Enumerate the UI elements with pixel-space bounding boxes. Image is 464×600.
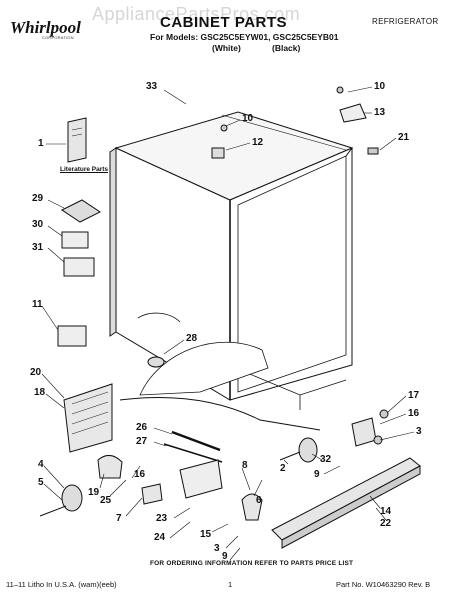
callout-7: 7 bbox=[116, 513, 122, 524]
part-11-valve bbox=[57, 325, 87, 347]
callout-14: 14 bbox=[380, 506, 392, 517]
callout-29: 29 bbox=[32, 193, 44, 204]
page-number: 1 bbox=[228, 580, 233, 589]
literature-parts-icon bbox=[67, 117, 87, 163]
callout-16: 16 bbox=[408, 408, 420, 419]
watermark: AppliancePartsPros.com bbox=[92, 4, 301, 24]
part-29-pad bbox=[61, 199, 101, 223]
part-21-cap bbox=[367, 147, 379, 155]
part-13-hinge bbox=[339, 103, 367, 123]
literature-parts-label: Literature Parts bbox=[60, 166, 109, 173]
callout-13: 13 bbox=[374, 107, 386, 118]
callout-32: 32 bbox=[320, 454, 332, 465]
callout-10: 10 bbox=[374, 81, 386, 92]
appliance-category: REFRIGERATOR bbox=[372, 17, 439, 26]
callout-3: 3 bbox=[416, 426, 422, 437]
callout-9: 9 bbox=[314, 469, 320, 480]
part-28-spring bbox=[147, 356, 165, 368]
part-32-roller bbox=[298, 437, 318, 463]
ordering-note: FOR ORDERING INFORMATION REFER TO PARTS … bbox=[150, 560, 354, 567]
part-30-bracket bbox=[61, 231, 89, 249]
callout-23: 23 bbox=[156, 513, 168, 524]
callout-21: 21 bbox=[398, 132, 410, 143]
part-31-board bbox=[63, 257, 95, 277]
callout-16b: 16 bbox=[134, 469, 146, 480]
part-20-grille bbox=[63, 383, 113, 453]
page-title: CABINET PARTS bbox=[160, 14, 288, 31]
callout-11: 11 bbox=[32, 299, 43, 310]
part-number: Part No. W10463290 Rev. B bbox=[336, 580, 431, 589]
callout-24: 24 bbox=[154, 532, 166, 543]
callout-20: 20 bbox=[30, 367, 42, 378]
callout-2: 2 bbox=[280, 463, 286, 474]
callout-10b: 10 bbox=[242, 113, 254, 124]
callout-17: 17 bbox=[408, 390, 420, 401]
callout-8: 8 bbox=[242, 460, 248, 471]
callout-27: 27 bbox=[136, 436, 148, 447]
variant-black: (Black) bbox=[272, 43, 301, 53]
part-8-bracket bbox=[241, 493, 263, 521]
part-4-roller bbox=[61, 484, 83, 512]
variant-white: (White) bbox=[212, 43, 241, 53]
callout-1: 1 bbox=[38, 138, 44, 149]
callout-4: 4 bbox=[38, 459, 44, 470]
callout-33: 33 bbox=[146, 81, 158, 92]
callout-19: 19 bbox=[88, 487, 100, 498]
cabinet-body bbox=[109, 111, 354, 431]
part-22-rail bbox=[271, 457, 421, 541]
part-12-hinge bbox=[211, 147, 225, 159]
brand-logo: Whirlpool bbox=[10, 18, 81, 37]
callout-9b: 9 bbox=[222, 551, 228, 562]
model-numbers: For Models: GSC25C5EYW01, GSC25C5EYB01 bbox=[150, 32, 339, 42]
litho-info: 11–11 Litho In U.S.A. (wam)(eeb) bbox=[6, 580, 117, 589]
callout-3b: 3 bbox=[214, 543, 220, 554]
callout-6: 6 bbox=[256, 495, 262, 506]
callout-26: 26 bbox=[136, 422, 148, 433]
callout-18: 18 bbox=[34, 387, 46, 398]
callout-5: 5 bbox=[38, 477, 44, 488]
callout-28: 28 bbox=[186, 333, 198, 344]
part-7-tube bbox=[141, 483, 163, 505]
front-cover bbox=[179, 459, 223, 499]
callout-15: 15 bbox=[200, 529, 212, 540]
callout-12: 12 bbox=[252, 137, 264, 148]
callout-25: 25 bbox=[100, 495, 112, 506]
callout-22: 22 bbox=[380, 518, 392, 529]
callout-31: 31 bbox=[32, 242, 44, 253]
callout-30: 30 bbox=[32, 219, 44, 230]
part-19-bracket bbox=[97, 455, 123, 479]
brand-sub: CORPORATION bbox=[42, 35, 74, 40]
part-16-bracket bbox=[351, 417, 377, 447]
